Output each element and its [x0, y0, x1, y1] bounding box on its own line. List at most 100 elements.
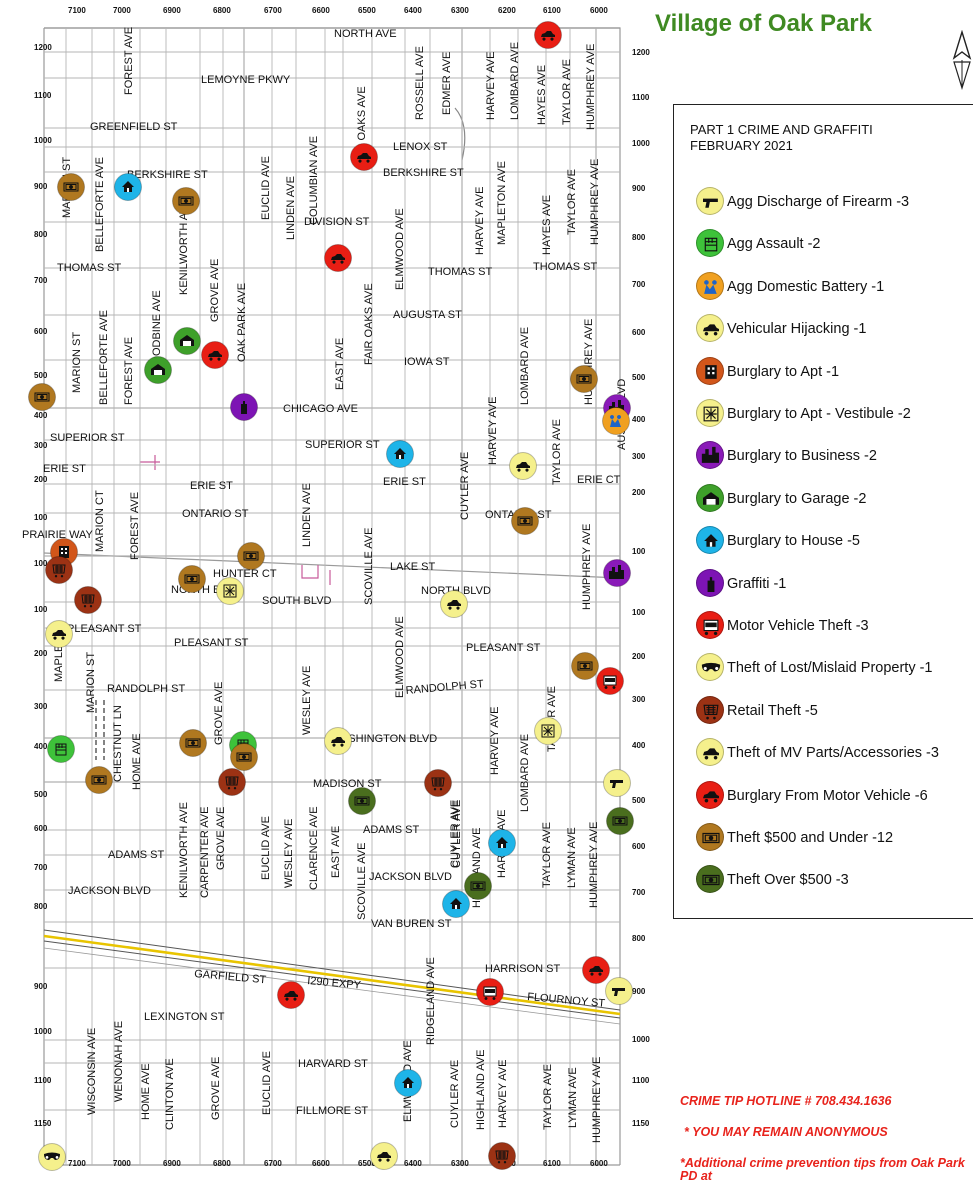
- street-label: VAN BUREN ST: [371, 918, 452, 930]
- incident-marker-retail-theft-5[interactable]: [45, 556, 73, 584]
- incident-marker-burglary-to-house-5[interactable]: [114, 173, 142, 201]
- incident-marker-theft-500-and-under-12[interactable]: [511, 507, 539, 535]
- prevention-tips-note: *Additional crime prevention tips from O…: [680, 1156, 965, 1183]
- incident-marker-theft-500-and-under-12[interactable]: [85, 766, 113, 794]
- incident-marker-burglary-to-apt-vestibule-2[interactable]: [216, 577, 244, 605]
- street-label: ADAMS ST: [363, 824, 420, 836]
- address-tick-left: 1000: [34, 136, 52, 145]
- incident-marker-theft-500-and-under-12[interactable]: [570, 365, 598, 393]
- street-label: NORTH AVE: [334, 28, 397, 40]
- incident-marker-burglary-from-motor-vehicle-6[interactable]: [324, 244, 352, 272]
- street-label: HARRISON ST: [485, 963, 560, 975]
- incident-marker-burglary-from-motor-vehicle-6[interactable]: [534, 21, 562, 49]
- address-tick-right: 1000: [632, 139, 650, 148]
- incident-marker-theft-of-mv-parts-accessories-3[interactable]: [509, 452, 537, 480]
- incident-marker-burglary-to-house-5[interactable]: [488, 829, 516, 857]
- cart-icon: [225, 776, 239, 790]
- money-icon: [91, 775, 107, 785]
- legend-item-theft-of-mv-parts-accessories-3: Theft of MV Parts/Accessories -3: [696, 738, 973, 768]
- incident-marker-theft-of-lost-mislaid-property-1[interactable]: [38, 1143, 66, 1171]
- street-label: BERKSHIRE ST: [127, 169, 208, 181]
- incident-marker-theft-500-and-under-12[interactable]: [237, 542, 265, 570]
- incident-marker-burglary-from-motor-vehicle-6[interactable]: [350, 143, 378, 171]
- address-tick-right: 900: [632, 184, 646, 193]
- legend-item-burglary-from-motor-vehicle-6: Burglary From Motor Vehicle -6: [696, 780, 973, 811]
- incident-marker-theft-of-mv-parts-accessories-3[interactable]: [324, 727, 352, 755]
- vehicle-icon: [696, 611, 724, 639]
- incident-marker-graffiti-1[interactable]: [230, 393, 258, 421]
- gun-icon: [612, 988, 625, 996]
- street-label: ERIE CT: [577, 474, 621, 486]
- domestic-icon: [696, 271, 724, 300]
- legend-item-agg-domestic-battery-1: Agg Domestic Battery -1: [696, 271, 973, 302]
- address-tick-top: 6100: [543, 6, 561, 15]
- incident-marker-theft-500-and-under-12[interactable]: [571, 652, 599, 680]
- incident-marker-burglary-to-apt-vestibule-2[interactable]: [534, 717, 562, 745]
- car-icon: [357, 153, 371, 163]
- car-icon: [331, 254, 345, 264]
- incident-marker-burglary-from-motor-vehicle-6[interactable]: [582, 956, 610, 984]
- incident-marker-agg-assault-2[interactable]: [47, 735, 75, 763]
- address-tick-left: 100: [34, 513, 48, 522]
- street-label: JACKSON BLVD: [68, 885, 151, 897]
- incident-marker-vehicular-hijacking-1[interactable]: [370, 1142, 398, 1170]
- legend-item-agg-discharge-of-firearm-3: Agg Discharge of Firearm -3: [696, 187, 973, 217]
- street-label: HARVARD ST: [298, 1058, 368, 1070]
- incident-marker-theft-500-and-under-12[interactable]: [172, 187, 200, 215]
- address-tick-bottom: 6600: [312, 1159, 330, 1168]
- street-label: MARION ST: [85, 652, 97, 713]
- incident-marker-burglary-to-house-5[interactable]: [394, 1069, 422, 1097]
- incident-marker-retail-theft-5[interactable]: [424, 769, 452, 797]
- street-label: EAST AVE: [334, 338, 346, 390]
- vehicle-icon: [483, 986, 497, 1000]
- incident-marker-retail-theft-5[interactable]: [74, 586, 102, 614]
- garage-icon: [180, 335, 194, 346]
- incident-marker-motor-vehicle-theft-3[interactable]: [596, 667, 624, 695]
- incident-marker-theft-over-500-3[interactable]: [348, 787, 376, 815]
- incident-marker-agg-domestic-battery-1[interactable]: [602, 407, 630, 435]
- incident-marker-agg-discharge-of-firearm-3[interactable]: [603, 769, 631, 797]
- street-label: I290 EXPY: [307, 975, 362, 992]
- incident-marker-theft-500-and-under-12[interactable]: [178, 565, 206, 593]
- address-tick-left: 1100: [34, 1076, 52, 1085]
- incident-marker-theft-500-and-under-12[interactable]: [179, 729, 207, 757]
- incident-marker-theft-500-and-under-12[interactable]: [57, 173, 85, 201]
- incident-marker-retail-theft-5[interactable]: [218, 768, 246, 796]
- street-label: RANDOLPH ST: [107, 683, 186, 695]
- incident-marker-theft-500-and-under-12[interactable]: [230, 743, 258, 771]
- incident-marker-burglary-to-garage-2[interactable]: [173, 327, 201, 355]
- incident-marker-theft-over-500-3[interactable]: [606, 807, 634, 835]
- incident-marker-retail-theft-5[interactable]: [488, 1142, 516, 1170]
- address-tick-right: 700: [632, 280, 646, 289]
- street-label: ERIE ST: [190, 480, 233, 492]
- cart-icon: [81, 594, 95, 608]
- money-icon: [696, 823, 724, 851]
- incident-marker-burglary-to-business-2[interactable]: [603, 559, 631, 587]
- money-icon: [184, 574, 200, 584]
- incident-marker-motor-vehicle-theft-3[interactable]: [476, 978, 504, 1006]
- address-tick-left: 1200: [34, 43, 52, 52]
- legend-item-retail-theft-5: Retail Theft -5: [696, 695, 973, 726]
- incident-marker-burglary-from-motor-vehicle-6[interactable]: [201, 341, 229, 369]
- street-label: THOMAS ST: [428, 266, 492, 278]
- street-label: EUCLID AVE: [260, 816, 272, 880]
- street-label: CLARENCE AVE: [308, 806, 320, 890]
- incident-marker-agg-discharge-of-firearm-3[interactable]: [605, 977, 633, 1005]
- legend-item-label: Burglary to Apt -1: [727, 363, 840, 380]
- incident-marker-burglary-to-garage-2[interactable]: [144, 356, 172, 384]
- incident-marker-burglary-to-house-5[interactable]: [386, 440, 414, 468]
- incident-marker-theft-over-500-3[interactable]: [464, 872, 492, 900]
- address-tick-top: 6600: [312, 6, 330, 15]
- incident-marker-theft-of-mv-parts-accessories-3[interactable]: [440, 590, 468, 618]
- street-label: LOMBARD AVE: [519, 734, 531, 812]
- street-label: HUMPHREY AVE: [585, 44, 597, 130]
- address-tick-left: 1150: [34, 1119, 52, 1128]
- legend-item-label: Theft $500 and Under -12: [727, 830, 894, 846]
- incident-marker-burglary-from-motor-vehicle-6[interactable]: [277, 981, 305, 1009]
- incident-marker-theft-of-mv-parts-accessories-3[interactable]: [45, 620, 73, 648]
- car-icon: [377, 1152, 391, 1162]
- incident-marker-theft-500-and-under-12[interactable]: [28, 383, 56, 411]
- money-icon: [243, 551, 259, 561]
- street-label: GROVE AVE: [209, 259, 221, 322]
- incident-marker-burglary-to-house-5[interactable]: [442, 890, 470, 918]
